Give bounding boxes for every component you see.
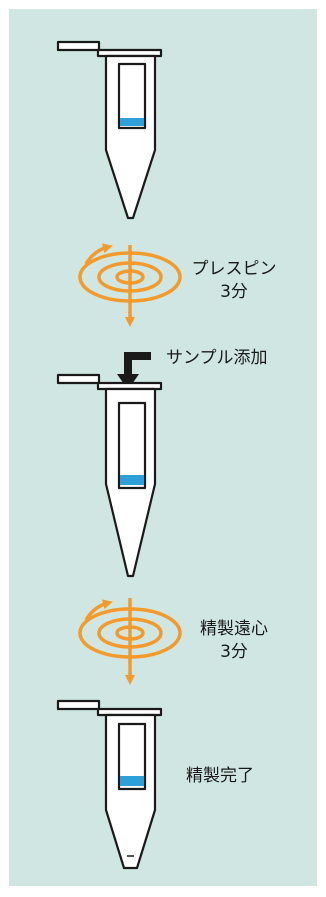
tube-1-liquid (120, 118, 144, 126)
prespin-title: プレスピン (191, 259, 277, 279)
diagram-panel (9, 9, 317, 886)
prespin-time: 3分 (220, 282, 248, 302)
purify-title: 精製遠心 (200, 619, 268, 639)
spin-icon-1 (78, 243, 182, 327)
tube-1-cap (56, 40, 101, 52)
tube-1 (56, 40, 163, 220)
tube-1-inner (117, 62, 147, 130)
tube-2-inner (117, 401, 147, 490)
tube-3-cap (56, 699, 101, 711)
tube-3-liquid (120, 776, 144, 786)
tube-2 (56, 373, 163, 578)
tube-2-cap (56, 373, 101, 385)
done-label: 精製完了 (186, 766, 254, 786)
tube-3 (56, 699, 163, 870)
prespin-label: プレスピン 3分 (188, 258, 280, 304)
sample-add-label: サンプル添加 (166, 348, 268, 368)
tube-2-liquid (120, 475, 144, 485)
purify-label: 精製遠心 3分 (188, 618, 280, 664)
spin-icon-2 (78, 598, 182, 685)
purify-time: 3分 (220, 642, 248, 662)
